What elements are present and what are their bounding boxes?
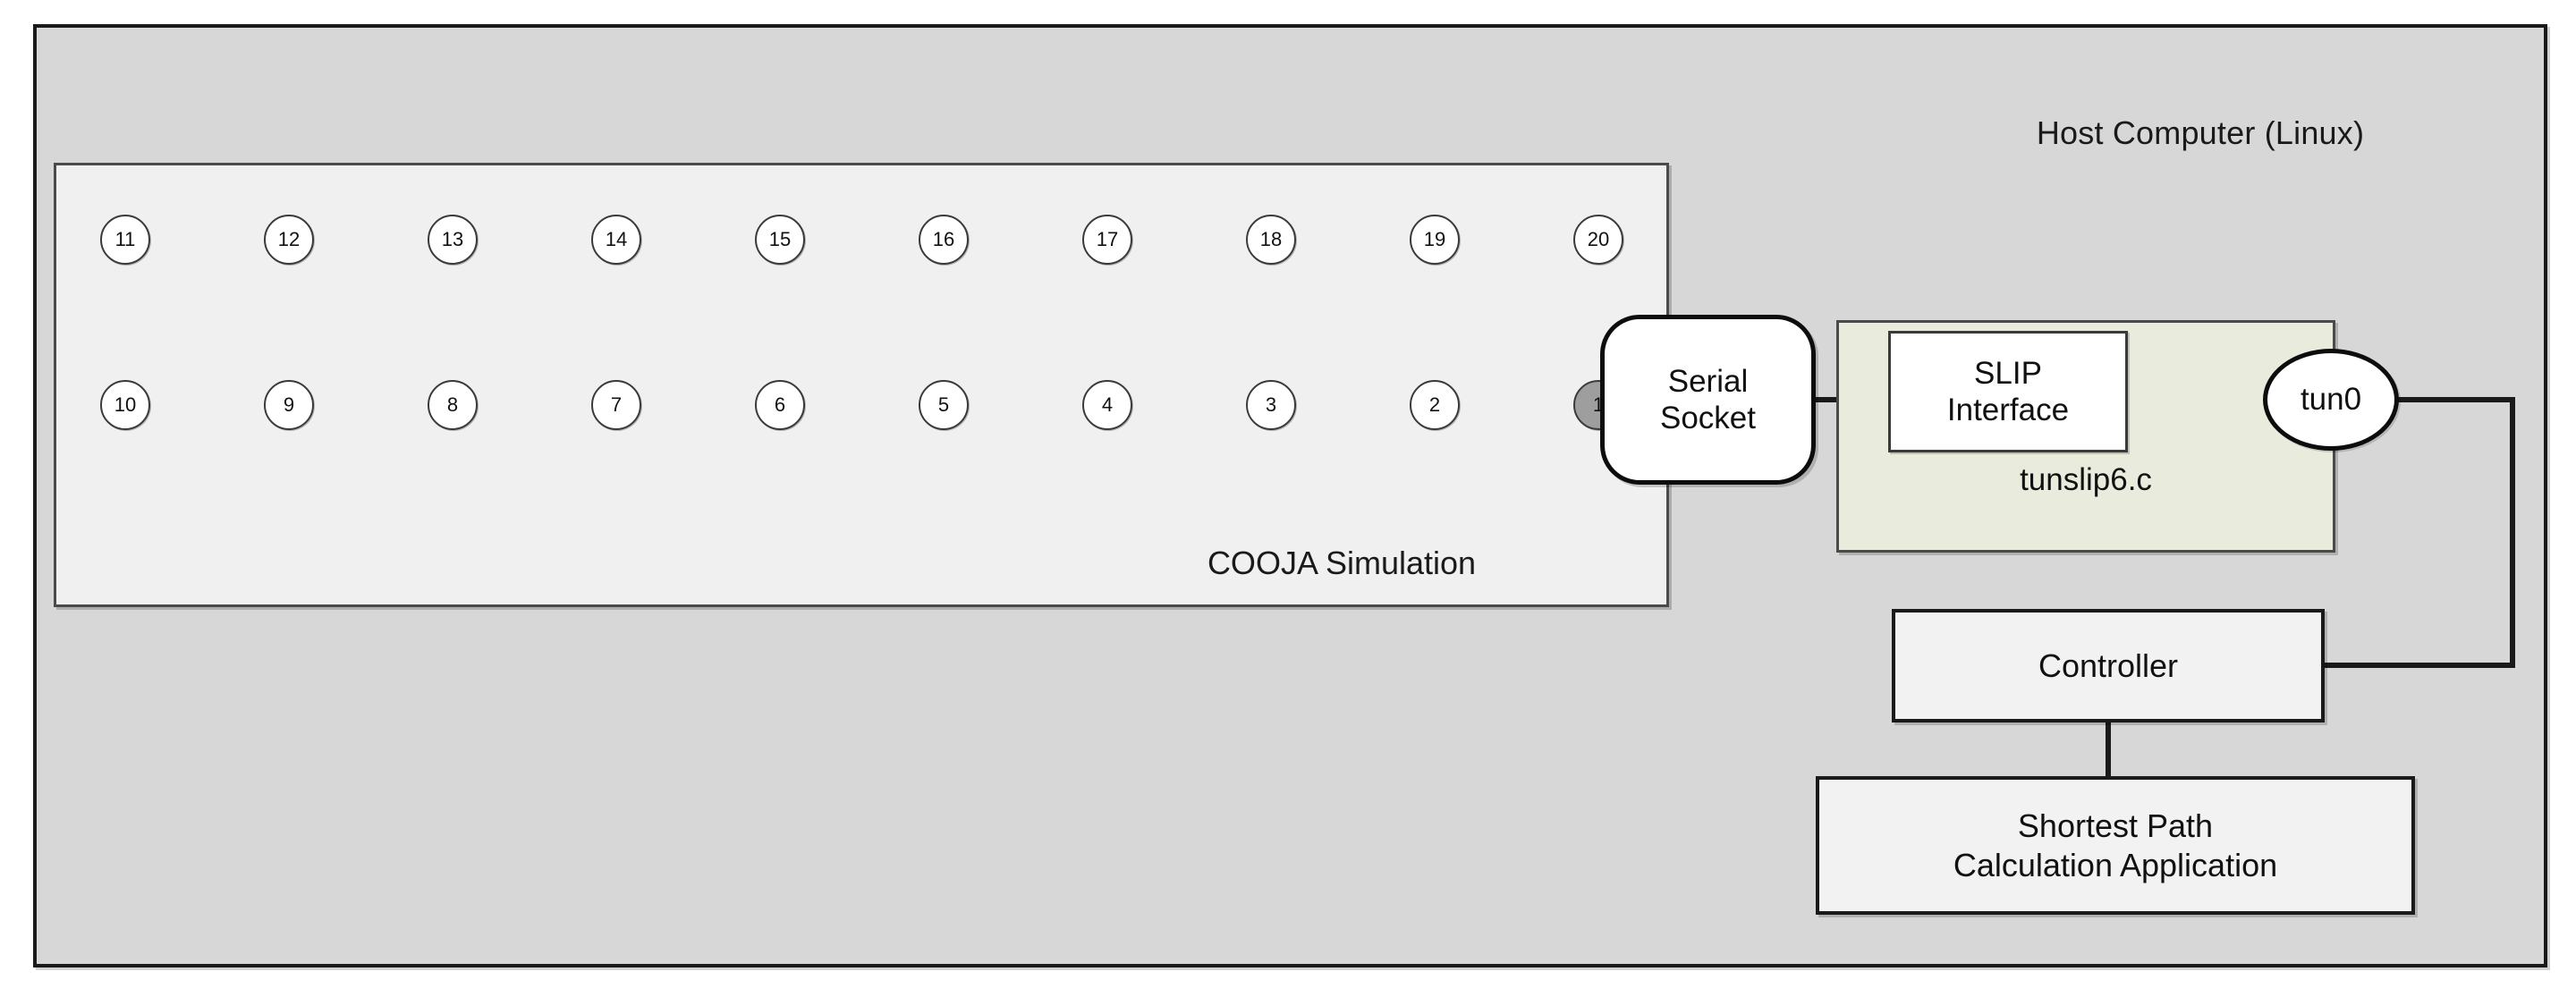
mote-node-label: 16 [932, 228, 955, 250]
tun0-interface-node[interactable]: tun0 [2263, 349, 2399, 451]
serial-socket-line1: Serial [1667, 363, 1749, 399]
mote-node-16[interactable]: 16 [919, 215, 969, 265]
mote-node-17[interactable]: 17 [1082, 215, 1132, 265]
tun0-label: tun0 [2300, 382, 2362, 417]
mote-node-label: 20 [1587, 228, 1610, 250]
mote-node-10[interactable]: 10 [100, 380, 150, 430]
mote-node-label: 2 [1428, 393, 1441, 416]
mote-node-label: 14 [605, 228, 628, 250]
mote-node-label: 18 [1259, 228, 1283, 250]
shortest-path-application-box[interactable]: Shortest Path Calculation Application [1816, 776, 2415, 915]
mote-node-label: 19 [1423, 228, 1446, 250]
mote-node-11[interactable]: 11 [100, 215, 150, 265]
connector-down-to-controller [2320, 663, 2515, 668]
host-computer-label: Host Computer (Linux) [2036, 114, 2365, 151]
mote-node-13[interactable]: 13 [428, 215, 478, 265]
mote-node-label: 8 [446, 393, 459, 416]
mote-node-7[interactable]: 7 [591, 380, 641, 430]
cooja-simulation-label: COOJA Simulation [1207, 545, 1477, 581]
tunslip6-label: tunslip6.c [2020, 462, 2152, 497]
slip-interface-line2: Interface [1946, 393, 2070, 427]
mote-node-label: 10 [114, 393, 137, 416]
mote-node-label: 7 [610, 393, 623, 416]
cooja-simulation-panel [54, 163, 1669, 607]
controller-box[interactable]: Controller [1892, 609, 2325, 722]
controller-label: Controller [2038, 646, 2179, 684]
serial-socket-line2: Socket [1660, 401, 1756, 435]
connector-tun0-right [2394, 397, 2515, 402]
mote-node-label: 11 [114, 228, 136, 250]
mote-node-label: 5 [937, 393, 950, 416]
mote-node-label: 13 [441, 228, 464, 250]
mote-node-18[interactable]: 18 [1246, 215, 1296, 265]
mote-node-20[interactable]: 20 [1573, 215, 1623, 265]
connector-controller-to-application [2106, 719, 2111, 780]
serial-socket-box[interactable]: Serial Socket [1600, 315, 1816, 485]
mote-node-label: 17 [1096, 228, 1119, 250]
mote-node-12[interactable]: 12 [264, 215, 314, 265]
mote-node-label: 12 [277, 228, 301, 250]
mote-node-label: 9 [283, 393, 295, 416]
mote-node-label: 6 [774, 393, 786, 416]
mote-node-6[interactable]: 6 [755, 380, 805, 430]
mote-node-9[interactable]: 9 [264, 380, 314, 430]
mote-node-label: 4 [1101, 393, 1114, 416]
mote-node-8[interactable]: 8 [428, 380, 478, 430]
connector-tun0-down [2510, 397, 2515, 668]
mote-node-3[interactable]: 3 [1246, 380, 1296, 430]
application-line1: Shortest Path [2017, 807, 2214, 845]
mote-node-19[interactable]: 19 [1410, 215, 1460, 265]
mote-node-14[interactable]: 14 [591, 215, 641, 265]
mote-node-5[interactable]: 5 [919, 380, 969, 430]
application-line2: Calculation Application [1953, 846, 2278, 883]
mote-node-15[interactable]: 15 [755, 215, 805, 265]
mote-node-label: 15 [768, 228, 792, 250]
mote-node-label: 3 [1265, 393, 1277, 416]
mote-node-2[interactable]: 2 [1410, 380, 1460, 430]
mote-node-4[interactable]: 4 [1082, 380, 1132, 430]
slip-interface-line1: SLIP [1974, 355, 2042, 391]
slip-interface-box[interactable]: SLIP Interface [1888, 331, 2128, 452]
